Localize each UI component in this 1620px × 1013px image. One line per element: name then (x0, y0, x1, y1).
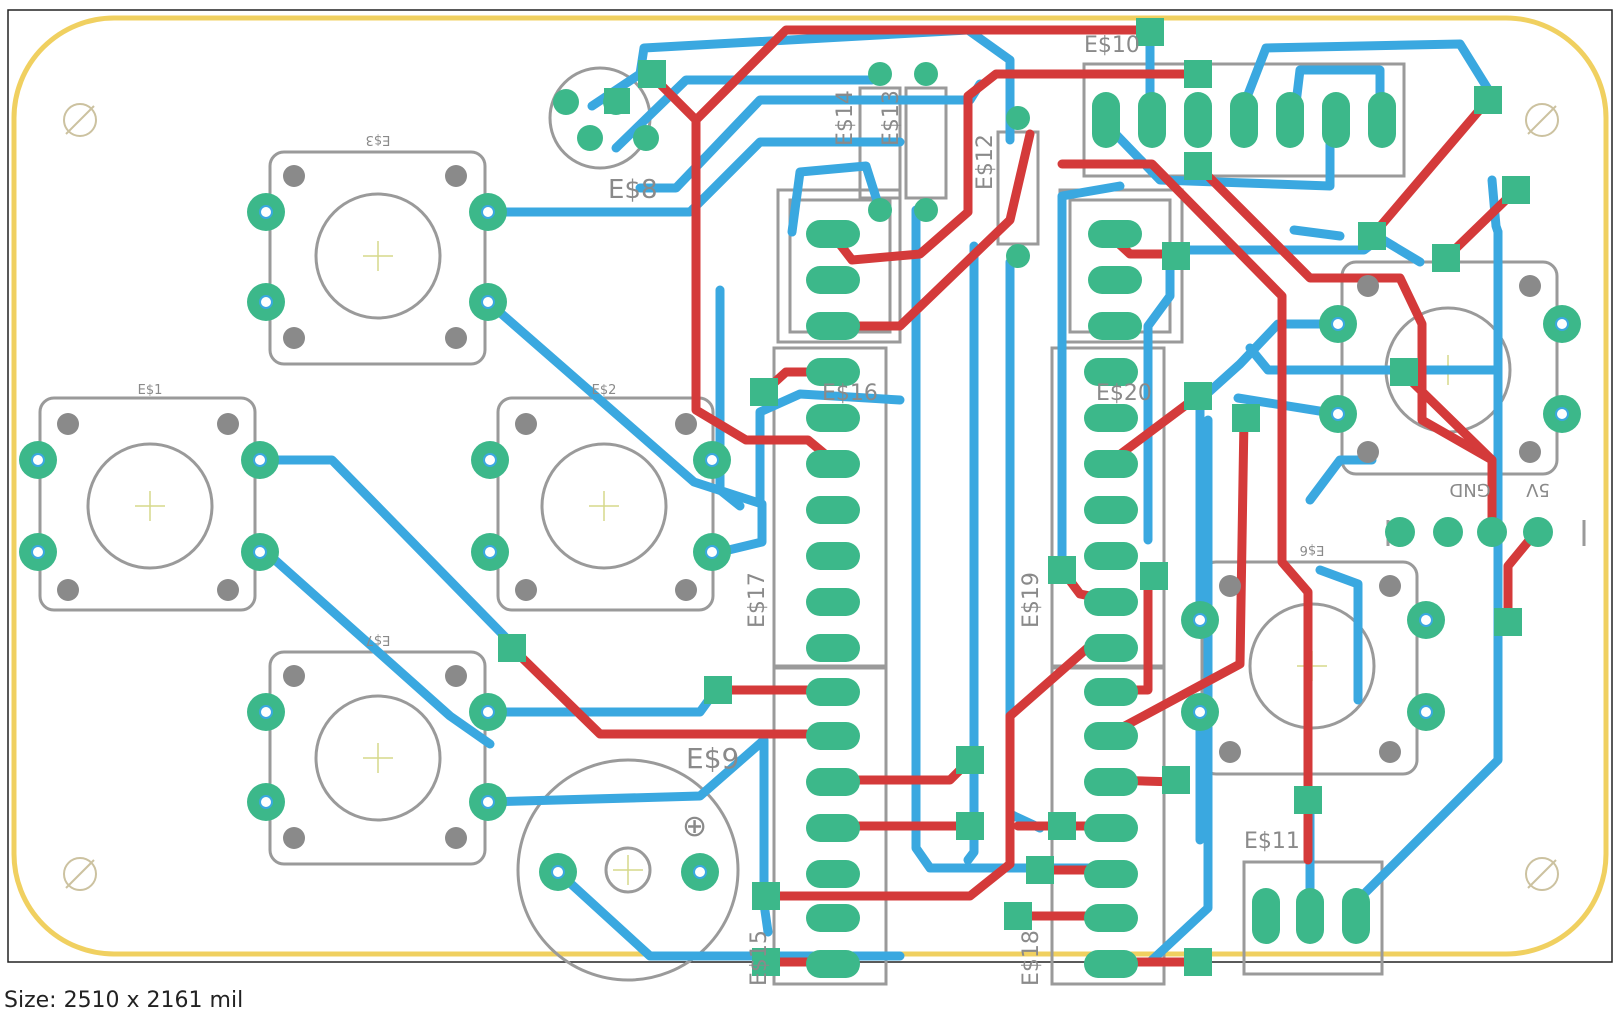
label-e19: E$19 (1019, 572, 1044, 628)
label-e16: E$16 (822, 381, 878, 406)
label-e18: E$18 (1019, 930, 1044, 986)
label-e8: E$8 (608, 175, 658, 205)
pads (19, 18, 1581, 978)
button-corner-marks (57, 165, 1541, 849)
label-gnd: GND (1449, 479, 1490, 500)
drill-holes (31, 205, 1569, 879)
label-e3: E$3 (366, 132, 391, 147)
label-e15: E$15 (747, 930, 772, 986)
label-e11: E$11 (1244, 829, 1300, 854)
mounting-holes (63, 103, 1559, 891)
label-e6: E$6 (1300, 542, 1325, 557)
label-e10: E$10 (1084, 33, 1140, 58)
label-e13: E$13 (879, 90, 904, 146)
label-e14: E$14 (833, 90, 858, 146)
label-e20: E$20 (1096, 381, 1152, 406)
label-e12: E$12 (973, 134, 998, 190)
label-e2: E$2 (592, 383, 617, 398)
label-5v: 5V (1525, 479, 1549, 500)
label-e7: E$7 (366, 632, 391, 647)
label-e9: E$9 (686, 742, 739, 775)
label-e1: E$1 (138, 383, 163, 398)
label-e17: E$17 (745, 572, 770, 628)
buzzer-plus: ⊕ (682, 809, 707, 844)
board-size-caption: Size: 2510 x 2161 mil (4, 988, 244, 1013)
